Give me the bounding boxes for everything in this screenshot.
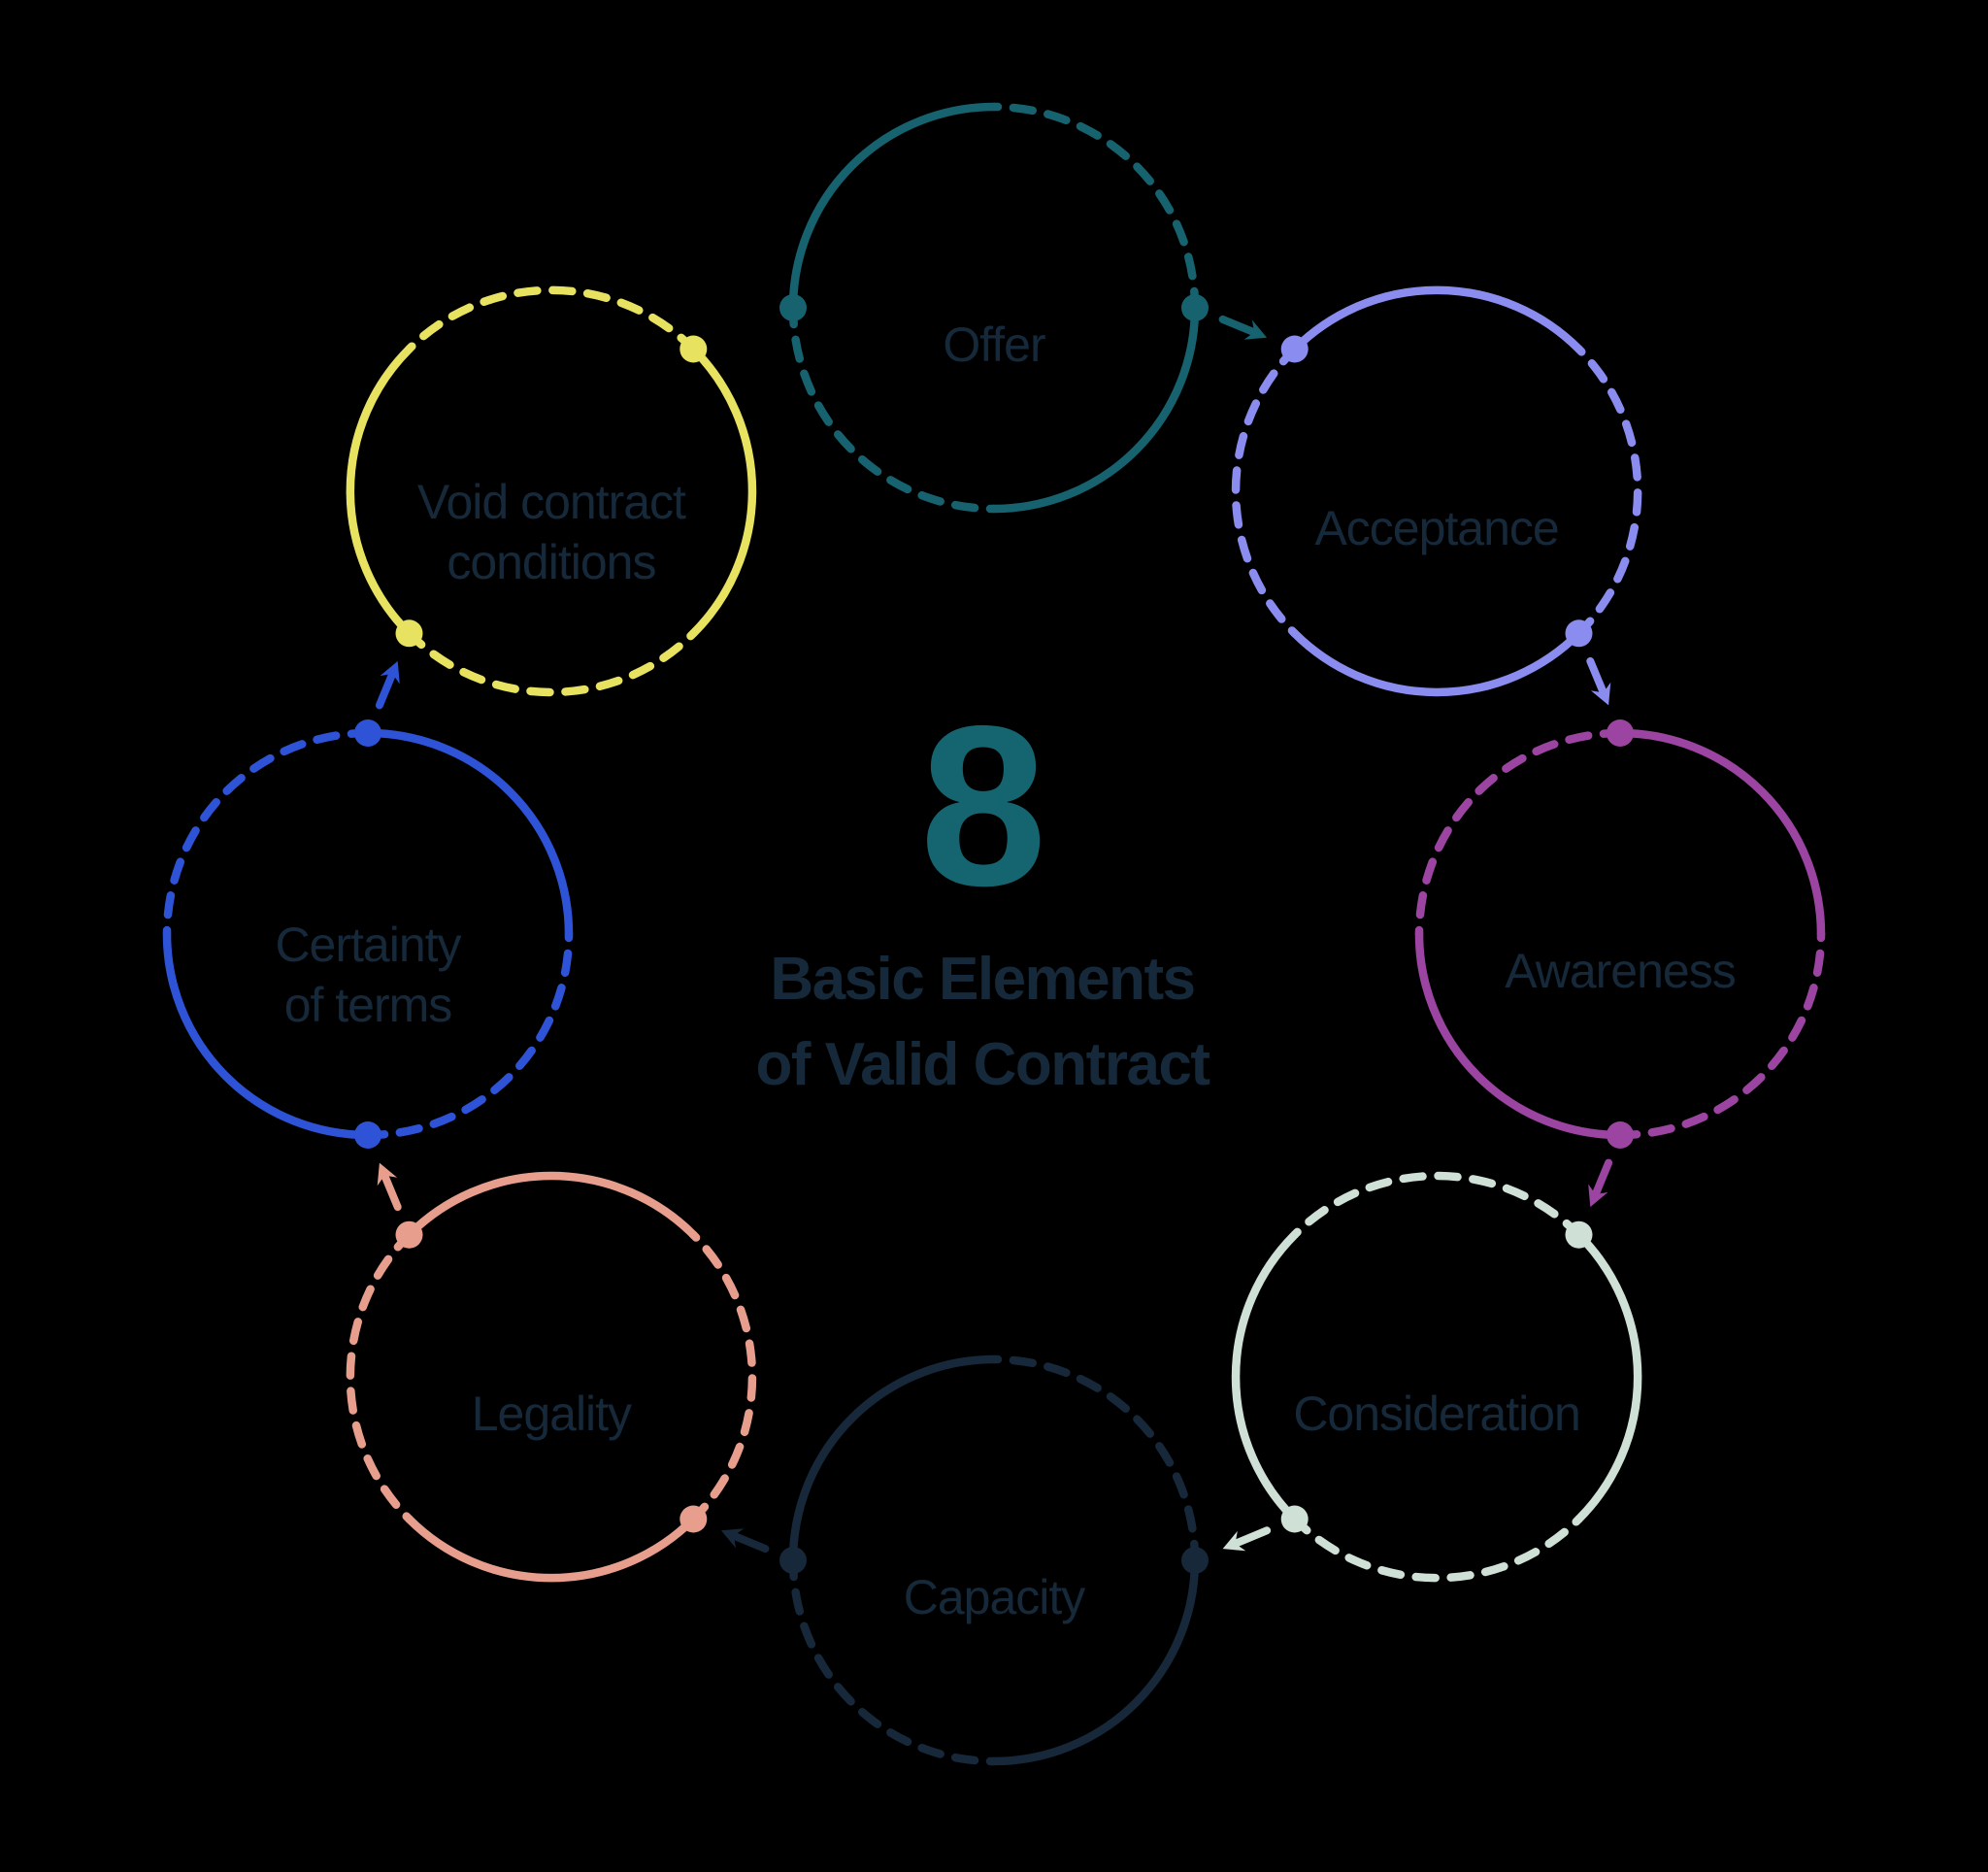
center-title: Basic Elements of Valid Contract (755, 937, 1210, 1108)
node-consideration-label: Consideration (1293, 1387, 1580, 1441)
node-acceptance-arc-solid-2 (1290, 629, 1583, 697)
node-capacity-exit-dot (779, 1547, 807, 1574)
node-offer-arc-solid-2 (989, 303, 1200, 514)
node-capacity-arc-dashed-3 (989, 1354, 1200, 1565)
arrow-awareness-to-consideration-head (1588, 1184, 1608, 1208)
node-offer-arc-solid-0 (788, 102, 999, 313)
center-number: 8 (919, 678, 1047, 933)
node-offer-entry-dot (779, 294, 807, 321)
node-legality-arc-solid-2 (405, 1171, 698, 1239)
node-acceptance-label: Acceptance (1314, 501, 1558, 555)
node-legality-label: Legality (472, 1387, 632, 1441)
node-capacity-entry-dot (1181, 1547, 1209, 1574)
node-acceptance-arc-dashed-1 (1574, 345, 1642, 638)
node-awareness-arc-solid-2 (1414, 929, 1625, 1140)
node-void-contract-conditions-arc-dashed-1 (405, 285, 698, 353)
node-void-contract-conditions-arc-solid-2 (689, 345, 757, 638)
arrow-acceptance-to-awareness-stem (1586, 656, 1607, 697)
arrow-offer-to-acceptance (1218, 315, 1268, 340)
arrow-legality-to-certainty-of-terms-stem (381, 1171, 402, 1212)
center-title-line-1: Basic Elements (770, 946, 1196, 1013)
arrow-certainty-of-terms-to-void-contract-conditions-stem (375, 669, 397, 710)
arrow-certainty-of-terms-to-void-contract-conditions-head (380, 660, 400, 685)
node-awareness-arc-dashed-1 (1615, 929, 1826, 1140)
node-consideration-arc-solid-0 (1574, 1230, 1642, 1523)
node-acceptance-entry-dot (1280, 335, 1309, 363)
node-certainty-of-terms-exit-dot (354, 719, 381, 747)
node-certainty-of-terms-arc-dashed-1 (162, 728, 373, 939)
node-consideration-exit-dot (1280, 1505, 1309, 1533)
arrow-legality-to-certainty-of-terms-head (377, 1162, 398, 1187)
arrow-offer-to-acceptance-stem (1218, 315, 1259, 337)
node-void-contract-conditions-entry-dot (395, 619, 423, 648)
node-certainty-of-terms-arc-solid-2 (363, 728, 574, 939)
arrow-consideration-to-capacity (1222, 1526, 1272, 1552)
center-title-line-2: of Valid Contract (755, 1031, 1210, 1098)
node-consideration: Consideration (1231, 1171, 1642, 1583)
node-awareness-arc-solid-0 (1615, 728, 1826, 939)
arrow-capacity-to-legality-head (720, 1528, 745, 1549)
node-legality-arc-dashed-1 (346, 1230, 414, 1523)
node-offer-arc-dashed-3 (788, 303, 999, 514)
node-consideration-arc-dashed-1 (1290, 1515, 1583, 1583)
node-acceptance-arc-solid-0 (1290, 285, 1583, 353)
node-void-contract-conditions-arc-dashed-3 (405, 629, 698, 697)
arrow-capacity-to-legality-stem (729, 1531, 770, 1554)
node-awareness-label: Awareness (1505, 944, 1735, 998)
node-acceptance: Acceptance (1231, 285, 1642, 697)
arrow-certainty-of-terms-to-void-contract-conditions (375, 660, 400, 710)
node-offer: Offer (779, 102, 1209, 514)
node-capacity-arc-solid-2 (788, 1354, 999, 1565)
node-awareness: Awareness (1414, 719, 1826, 1149)
node-capacity-arc-solid-0 (989, 1555, 1200, 1766)
node-consideration-entry-dot (1565, 1220, 1593, 1249)
node-offer-arc-dashed-1 (989, 102, 1200, 313)
arrow-acceptance-to-awareness (1586, 656, 1611, 706)
node-acceptance-arc-dashed-3 (1231, 345, 1299, 638)
node-void-contract-conditions-exit-dot (679, 335, 708, 363)
node-legality-arc-dashed-3 (689, 1230, 757, 1523)
arrow-consideration-to-capacity-head (1222, 1530, 1246, 1552)
node-certainty-of-terms-arc-solid-0 (162, 929, 373, 1140)
arrow-offer-to-acceptance-head (1243, 319, 1268, 340)
node-awareness-exit-dot (1607, 1121, 1634, 1149)
arrow-awareness-to-consideration (1588, 1158, 1613, 1208)
node-acceptance-exit-dot (1565, 619, 1593, 648)
node-certainty-of-terms-arc-dashed-3 (363, 929, 574, 1140)
node-capacity-arc-dashed-1 (788, 1555, 999, 1766)
node-consideration-arc-solid-2 (1231, 1230, 1299, 1523)
node-legality-entry-dot (679, 1505, 708, 1533)
arrow-consideration-to-capacity-stem (1231, 1526, 1272, 1548)
node-legality-arc-solid-0 (405, 1515, 698, 1583)
node-certainty-of-terms-entry-dot (354, 1121, 381, 1149)
node-offer-exit-dot (1181, 294, 1209, 321)
arrow-capacity-to-legality (720, 1528, 770, 1554)
node-void-contract-conditions-arc-solid-0 (346, 345, 414, 638)
node-consideration-arc-dashed-3 (1290, 1171, 1583, 1239)
node-awareness-entry-dot (1607, 719, 1634, 747)
node-legality-exit-dot (395, 1220, 423, 1249)
arrow-legality-to-certainty-of-terms (377, 1162, 402, 1212)
node-offer-label: Offer (943, 318, 1045, 372)
center-text-block: 8 Basic Elements of Valid Contract (755, 678, 1210, 1108)
arrow-acceptance-to-awareness-head (1590, 682, 1611, 706)
node-legality: Legality (346, 1171, 757, 1583)
arrow-awareness-to-consideration-stem (1591, 1158, 1613, 1199)
node-awareness-arc-dashed-3 (1414, 728, 1625, 939)
node-capacity: Capacity (779, 1354, 1209, 1766)
node-capacity-label: Capacity (904, 1570, 1086, 1624)
